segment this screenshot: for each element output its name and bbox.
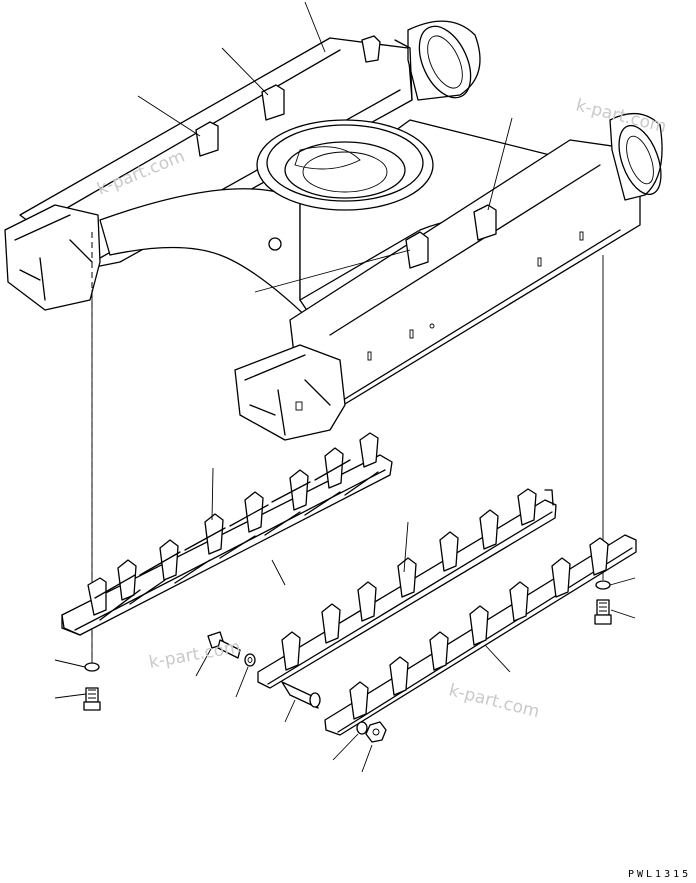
- leader-lines-lower: [54, 467, 636, 773]
- track-guard-left: [61, 432, 393, 636]
- nut: [365, 721, 387, 743]
- drawing-code: PWL1315: [628, 869, 691, 880]
- bolt-left: [83, 687, 101, 711]
- track-guard-right: [324, 534, 637, 736]
- hardware: [83, 580, 612, 743]
- washer-left: [84, 662, 100, 672]
- leader-lines-upper: [137, 1, 513, 293]
- washer-right: [595, 580, 611, 590]
- small-washer: [244, 653, 256, 667]
- track-guard-middle: [257, 488, 557, 689]
- spacer: [281, 681, 321, 709]
- track-frame: [4, 20, 663, 441]
- watermark-4: k-part.com: [447, 680, 542, 722]
- washer-center: [356, 721, 368, 735]
- small-bolt: [207, 631, 241, 659]
- watermark-3: k-part.com: [147, 637, 242, 673]
- bolt-right: [594, 599, 612, 625]
